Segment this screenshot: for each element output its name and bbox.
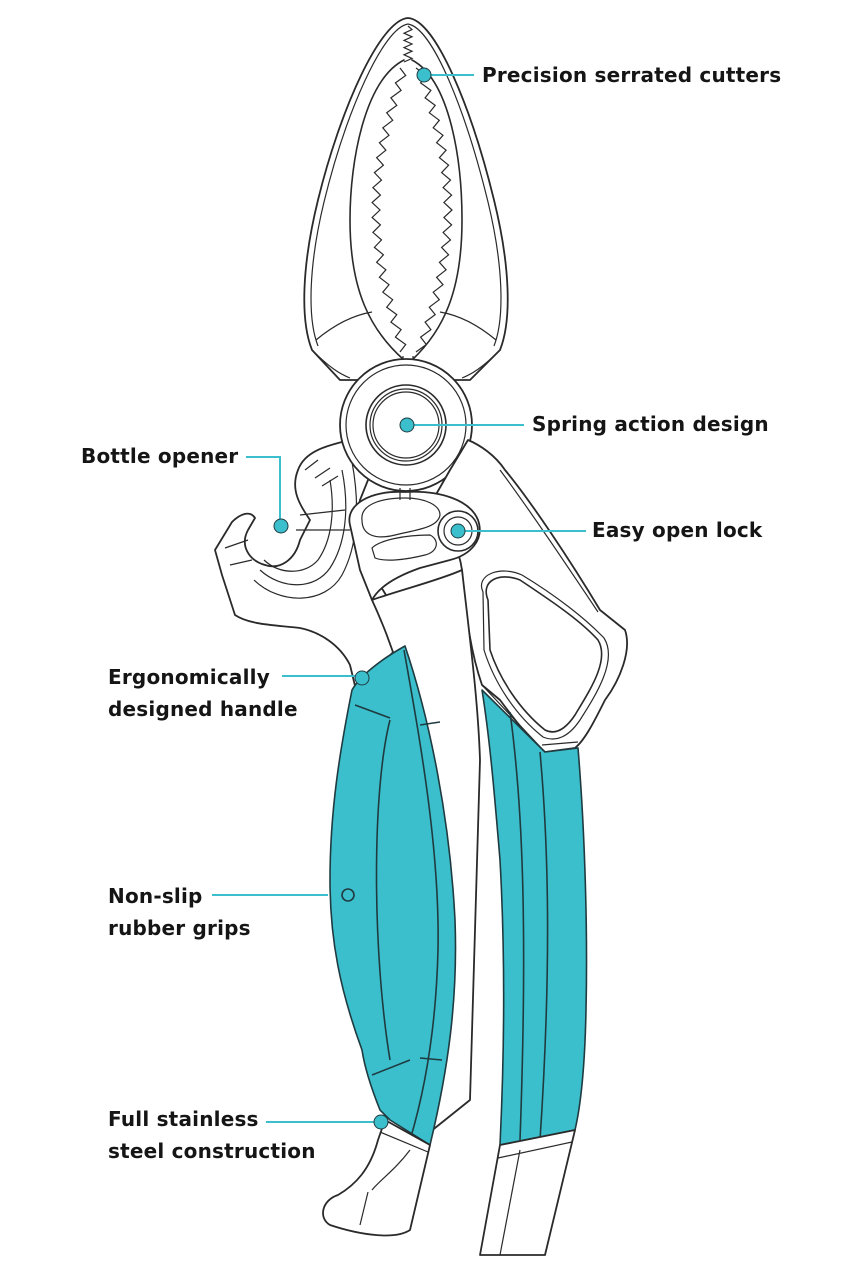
left-body	[214, 439, 406, 691]
handle-tips	[322, 1119, 576, 1256]
label-spring-action-design: Spring action design	[532, 412, 769, 436]
label-stainless-steel: Full stainless steel construction	[108, 1107, 316, 1163]
label-precision-serrated-cutters: Precision serrated cutters	[482, 63, 782, 87]
callout-dot-lock	[450, 523, 466, 539]
callout-dot-handle	[354, 670, 370, 686]
serration-tip	[402, 25, 414, 63]
label-bottle-opener: Bottle opener	[81, 444, 239, 468]
callout-dot-steel	[373, 1114, 389, 1130]
blade-jaws	[303, 17, 509, 381]
right-grip-fill	[481, 689, 588, 1146]
label-non-slip-grips: Non-slip rubber grips	[108, 884, 251, 940]
callout-dot-bottle-opener	[273, 518, 289, 534]
serration-right	[415, 67, 453, 353]
label-easy-open-lock: Easy open lock	[592, 518, 763, 542]
callout-dot-cutters	[416, 67, 432, 83]
left-grip	[329, 645, 457, 1146]
serration-left	[371, 67, 407, 353]
lock-body	[348, 488, 481, 601]
callout-leaders	[212, 67, 586, 1130]
leader-line-bottle-opener	[246, 456, 281, 525]
label-ergonomic-handle: Ergonomically designed handle	[108, 665, 298, 721]
right-grip	[481, 689, 588, 1146]
callout-dot-spring	[399, 417, 415, 433]
